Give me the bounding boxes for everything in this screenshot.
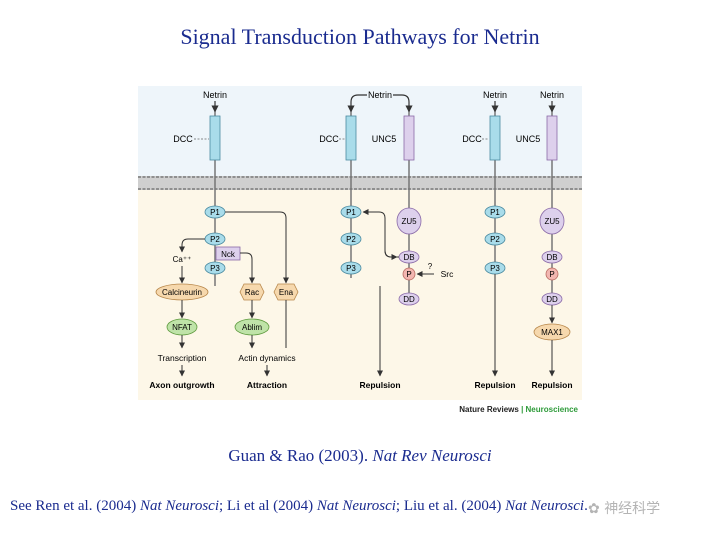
ref-text: See Ren et al. (2004): [10, 498, 140, 514]
ref-text: .: [584, 498, 588, 514]
transcription-label: Transcription: [158, 353, 207, 363]
dcc-receptor: [489, 115, 501, 161]
svg-text:P2: P2: [490, 235, 500, 244]
citation-journal: Nat Rev Neurosci: [372, 446, 492, 465]
p1-motif: P1: [484, 205, 506, 219]
outcome-attraction: Attraction: [247, 380, 287, 390]
svg-text:MAX1: MAX1: [541, 328, 563, 337]
svg-text:DB: DB: [403, 253, 414, 262]
zu5-domain: ZU5: [539, 207, 565, 235]
outcome-repulsion: Repulsion: [531, 380, 572, 390]
svg-text:P1: P1: [210, 208, 220, 217]
figure-credit: Nature Reviews | Neuroscience: [459, 405, 578, 414]
p1-motif: P1: [204, 205, 226, 219]
svg-text:DD: DD: [403, 295, 415, 304]
p2-motif: P2: [204, 232, 226, 246]
phospho-site: P: [545, 267, 559, 281]
ref-journal: Nat Neurosci: [505, 498, 585, 514]
dcc-receptor: [345, 115, 357, 161]
src-label: Src: [441, 269, 455, 279]
p2-motif: P2: [340, 232, 362, 246]
svg-text:Ablim: Ablim: [242, 323, 262, 332]
p3-motif: P3: [204, 261, 226, 275]
svg-text:DD: DD: [546, 295, 558, 304]
ablim-node: Ablim: [234, 318, 270, 336]
further-references: See Ren et al. (2004) Nat Neurosci; Li e…: [10, 498, 718, 515]
svg-text:ZU5: ZU5: [401, 217, 417, 226]
svg-text:Calcineurin: Calcineurin: [162, 288, 202, 297]
outcome-repulsion: Repulsion: [474, 380, 515, 390]
intracellular-region: [138, 190, 582, 400]
p2-motif: P2: [484, 232, 506, 246]
p1-motif: P1: [340, 205, 362, 219]
svg-text:Nck: Nck: [221, 250, 236, 259]
svg-text:Ena: Ena: [279, 288, 294, 297]
outcome-axon-outgrowth: Axon outgrowth: [149, 380, 214, 390]
svg-text:Rac: Rac: [245, 288, 259, 297]
dd-domain: DD: [541, 292, 563, 306]
unc5-label: UNC5: [372, 134, 397, 144]
figure-citation: Guan & Rao (2003). Nat Rev Neurosci: [0, 446, 720, 466]
outcome-repulsion: Repulsion: [359, 380, 400, 390]
ref-journal: Nat Neurosci: [316, 498, 396, 514]
svg-text:P: P: [549, 270, 554, 279]
netrin-label: Netrin: [483, 90, 507, 100]
svg-text:P3: P3: [210, 264, 220, 273]
cell-membrane: [138, 176, 582, 190]
svg-text:P2: P2: [346, 235, 356, 244]
calcineurin-node: Calcineurin: [155, 283, 209, 301]
svg-text:P1: P1: [346, 208, 356, 217]
slide-title: Signal Transduction Pathways for Netrin: [180, 24, 540, 49]
dcc-label: DCC: [462, 134, 482, 144]
nfat-node: NFAT: [166, 318, 198, 336]
svg-text:P: P: [406, 270, 411, 279]
unc5-receptor: [546, 115, 558, 161]
dcc-receptor: [209, 115, 221, 161]
watermark-text: 神经科学: [604, 501, 661, 517]
dcc-label: DCC: [319, 134, 339, 144]
zu5-domain: ZU5: [396, 207, 422, 235]
ref-text: ; Liu et al. (2004): [395, 498, 506, 514]
dcc-label: DCC: [173, 134, 193, 144]
svg-text:P1: P1: [490, 208, 500, 217]
netrin-label: Netrin: [203, 90, 227, 100]
p3-motif: P3: [484, 261, 506, 275]
svg-text:P2: P2: [210, 235, 220, 244]
unc5-label: UNC5: [516, 134, 541, 144]
svg-text:NFAT: NFAT: [172, 323, 192, 332]
calcium-label: Ca⁺⁺: [173, 255, 192, 264]
dd-domain: DD: [398, 292, 420, 306]
netrin-label: Netrin: [368, 90, 392, 100]
netrin-label: Netrin: [540, 90, 564, 100]
ref-journal: Nat Neurosci: [139, 498, 219, 514]
ref-text: ; Li et al (2004): [219, 498, 317, 514]
p3-motif: P3: [340, 261, 362, 275]
phospho-site: P: [402, 267, 416, 281]
svg-text:P3: P3: [490, 264, 500, 273]
max1-node: MAX1: [533, 323, 571, 341]
wechat-icon: ✿: [588, 501, 600, 517]
netrin-pathway-figure: Netrin DCC P1 P2 P3 Nck Ca⁺⁺ Calcineurin…: [138, 86, 582, 418]
svg-text:ZU5: ZU5: [544, 217, 560, 226]
ena-node: Ena: [273, 283, 299, 301]
unc5-receptor: [403, 115, 415, 161]
citation-authors: Guan & Rao (2003).: [228, 446, 373, 465]
actin-dynamics-label: Actin dynamics: [238, 353, 295, 363]
db-domain: DB: [398, 250, 420, 264]
svg-text:P3: P3: [346, 264, 356, 273]
db-domain: DB: [541, 250, 563, 264]
svg-text:DB: DB: [546, 253, 557, 262]
watermark: ✿ 神经科学: [588, 498, 714, 518]
nck-adaptor: Nck: [215, 246, 241, 261]
rac-node: Rac: [239, 283, 265, 301]
pathway-diagram: Netrin DCC P1 P2 P3 Nck Ca⁺⁺ Calcineurin…: [138, 86, 582, 414]
unknown-mark: ?: [428, 262, 433, 271]
